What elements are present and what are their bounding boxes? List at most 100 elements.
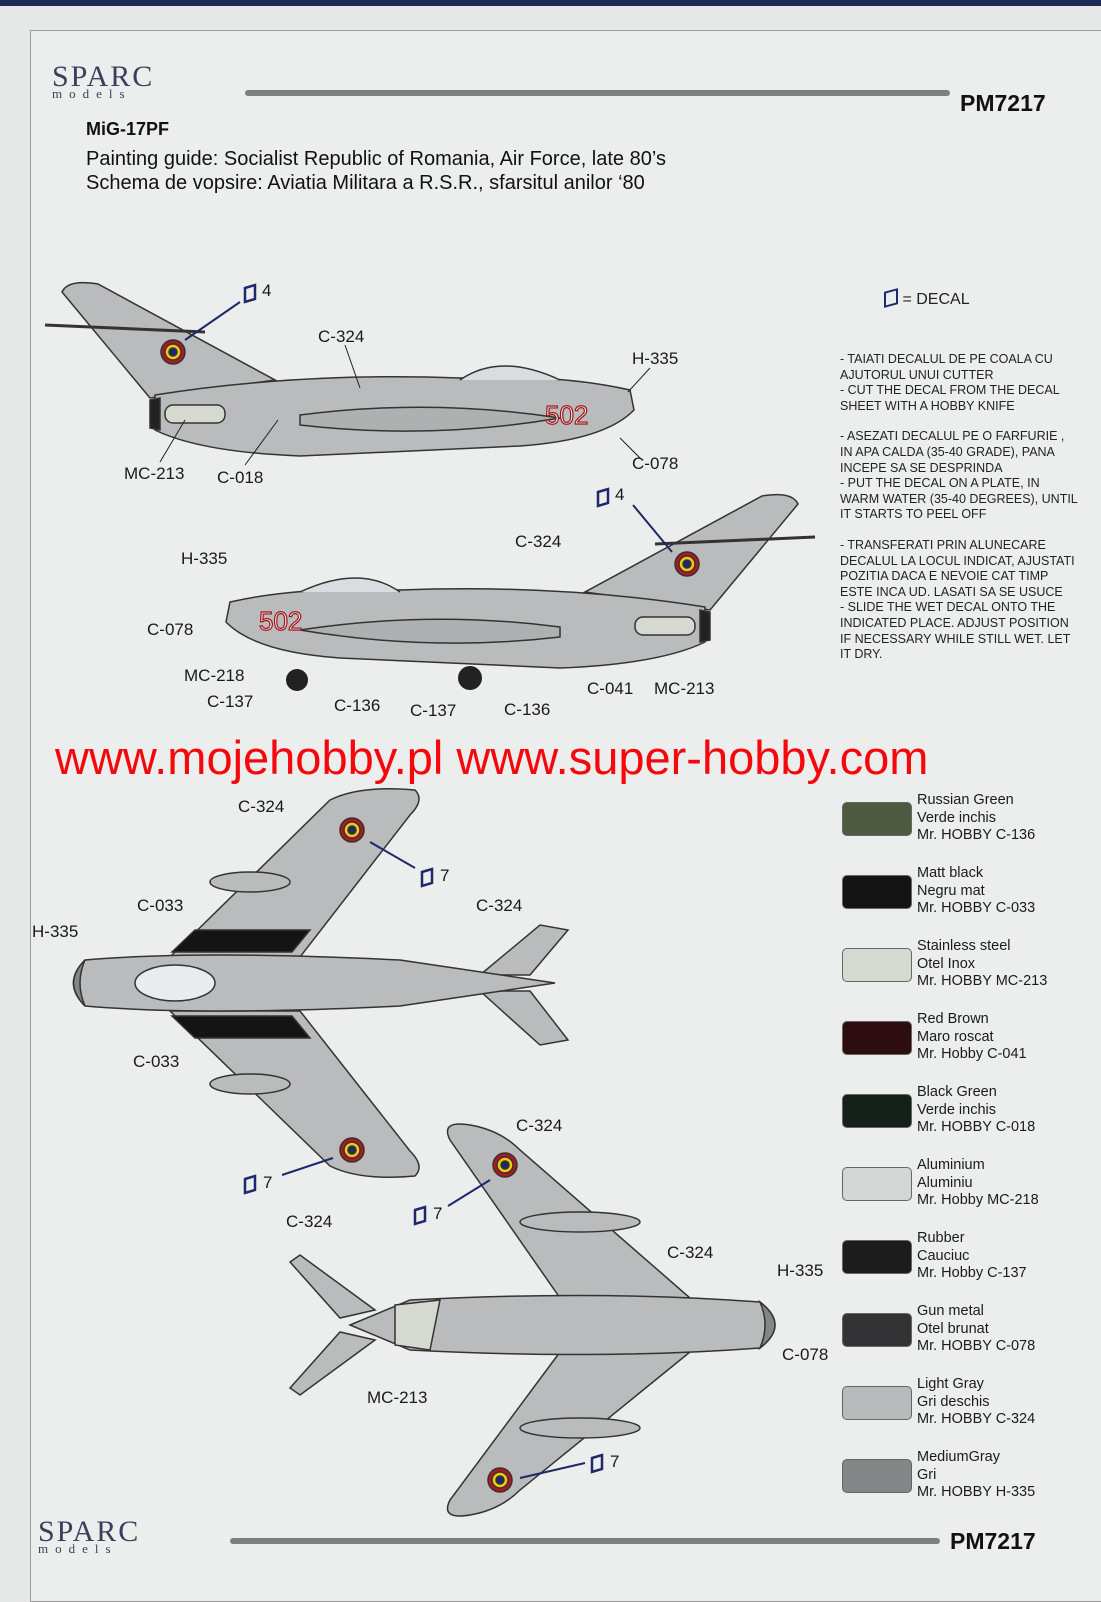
decal-icon bbox=[243, 283, 257, 304]
callout: H-335 bbox=[632, 349, 678, 368]
top-edge bbox=[0, 0, 1101, 6]
decal-number: 7 bbox=[440, 866, 449, 885]
bottom-view bbox=[288, 1123, 776, 1517]
callout: H-335 bbox=[32, 922, 78, 941]
color-swatch bbox=[842, 875, 912, 909]
watermark: www.mojehobby.pl www.super-hobby.com bbox=[55, 731, 929, 784]
color-name: Russian Green bbox=[917, 792, 1014, 808]
callout: C-078 bbox=[147, 620, 193, 639]
color-name: Red Brown bbox=[917, 1011, 989, 1027]
callout: C-137 bbox=[410, 701, 456, 720]
color-swatch bbox=[842, 1167, 912, 1201]
paint-code: Mr. HOBBY C-018 bbox=[917, 1119, 1036, 1135]
decal-icon bbox=[590, 1453, 604, 1474]
callout: C-324 bbox=[516, 1116, 562, 1135]
color-name-ro: Verde inchis bbox=[917, 1101, 996, 1118]
color-name-ro: Verde inchis bbox=[917, 809, 996, 826]
color-name: Rubber bbox=[917, 1230, 965, 1246]
color-swatch bbox=[842, 948, 912, 982]
product-code-footer: PM7217 bbox=[950, 1528, 1036, 1554]
callout: MC-218 bbox=[184, 666, 244, 685]
decal-number: 4 bbox=[262, 281, 271, 300]
product-code: PM7217 bbox=[960, 90, 1046, 116]
callout: C-324 bbox=[515, 532, 561, 551]
color-name-ro: Otel brunat bbox=[917, 1320, 989, 1337]
callout: H-335 bbox=[181, 549, 227, 568]
color-swatch bbox=[842, 1459, 912, 1493]
color-swatch bbox=[842, 1021, 912, 1055]
callout: C-324 bbox=[238, 797, 284, 816]
color-name-ro: Maro roscat bbox=[917, 1028, 994, 1045]
decal-icon bbox=[596, 487, 610, 508]
callout: C-136 bbox=[334, 696, 380, 715]
color-name: Gun metal bbox=[917, 1303, 984, 1319]
decal-instructions: - Taiati decalul de pe coala cu ajutorul… bbox=[840, 352, 1080, 678]
model-title: MiG-17PF bbox=[86, 119, 170, 139]
decal-number: 7 bbox=[610, 1452, 619, 1471]
serial-number: 502 bbox=[259, 606, 302, 636]
color-name-ro: Aluminiu bbox=[917, 1174, 973, 1191]
decal-number: 7 bbox=[263, 1173, 272, 1192]
side-view-left: 502 4 C-324 H-335 MC-213 C-018 C-078 bbox=[45, 281, 678, 487]
paint-code: Mr. Hobby C-137 bbox=[917, 1265, 1027, 1281]
color-name: Aluminium bbox=[917, 1157, 985, 1173]
paint-code: Mr. HOBBY C-324 bbox=[917, 1411, 1036, 1427]
footer-rule bbox=[230, 1538, 940, 1544]
decal-icon bbox=[243, 1174, 257, 1195]
top-view-callouts: 7 7 C-324 C-033 H-335 C-324 C-033 bbox=[32, 797, 522, 1195]
callout: C-078 bbox=[632, 454, 678, 473]
callout: C-033 bbox=[137, 896, 183, 915]
color-name: Black Green bbox=[917, 1084, 997, 1100]
instruction-1: - Taiati decalul de pe coala cu ajutorul… bbox=[840, 352, 1060, 413]
top-view bbox=[72, 788, 570, 1178]
color-name: Light Gray bbox=[917, 1376, 984, 1392]
bottom-view-callouts: 7 7 C-324 C-324 C-324 H-335 C-078 MC-213 bbox=[286, 1116, 828, 1479]
side-view-right: 502 4 C-324 H-335 C-078 MC-218 C-137 C-1… bbox=[147, 485, 815, 720]
color-name-ro: Gri deschis bbox=[917, 1393, 990, 1410]
callout: MC-213 bbox=[654, 679, 714, 698]
subtitle-ro: Schema de vopsire: Aviatia Militara a R.… bbox=[86, 172, 645, 194]
instruction-2: - Asezati decalul pe o farfurie , in apa… bbox=[840, 429, 1078, 522]
color-name-ro: Cauciuc bbox=[917, 1247, 970, 1264]
serial-number: 502 bbox=[545, 400, 588, 430]
color-name: Matt black bbox=[917, 865, 984, 881]
decal-icon bbox=[420, 867, 434, 888]
callout: C-324 bbox=[286, 1212, 332, 1231]
paint-code: Mr. HOBBY C-033 bbox=[917, 900, 1036, 916]
subtitle-en: Painting guide: Socialist Republic of Ro… bbox=[86, 148, 666, 170]
callout: C-078 bbox=[782, 1345, 828, 1364]
callout: H-335 bbox=[777, 1261, 823, 1280]
color-swatch bbox=[842, 1240, 912, 1274]
header-rule bbox=[245, 90, 950, 96]
callout: C-033 bbox=[133, 1052, 179, 1071]
callout: MC-213 bbox=[367, 1388, 427, 1407]
paint-code: Mr. HOBBY C-136 bbox=[917, 827, 1036, 843]
color-swatch bbox=[842, 1386, 912, 1420]
callout: C-041 bbox=[587, 679, 633, 698]
color-name: Stainless steel bbox=[917, 938, 1011, 954]
color-swatch bbox=[842, 1313, 912, 1347]
callout: C-018 bbox=[217, 468, 263, 487]
instruction-3: - Transferati prin alunecare decalul la … bbox=[840, 537, 1075, 662]
decal-key: = DECAL bbox=[884, 288, 970, 309]
color-name: MediumGray bbox=[917, 1449, 1000, 1465]
color-swatch bbox=[842, 1094, 912, 1128]
callout: C-324 bbox=[476, 896, 522, 915]
color-name-ro: Gri bbox=[917, 1466, 937, 1483]
paint-code: Mr. Hobby C-041 bbox=[917, 1046, 1027, 1062]
callout: C-137 bbox=[207, 692, 253, 711]
color-swatch bbox=[842, 802, 912, 836]
callout: C-324 bbox=[318, 327, 364, 346]
decal-number: 4 bbox=[615, 485, 624, 504]
color-name-ro: Otel Inox bbox=[917, 955, 976, 972]
paint-code: Mr. HOBBY C-078 bbox=[917, 1338, 1036, 1354]
callout: C-136 bbox=[504, 700, 550, 719]
callout: MC-213 bbox=[124, 464, 184, 483]
paint-code: Mr. HOBBY MC-213 bbox=[917, 973, 1048, 989]
decal-number: 7 bbox=[433, 1204, 442, 1223]
color-name-ro: Negru mat bbox=[917, 882, 985, 899]
callout: C-324 bbox=[667, 1243, 713, 1262]
